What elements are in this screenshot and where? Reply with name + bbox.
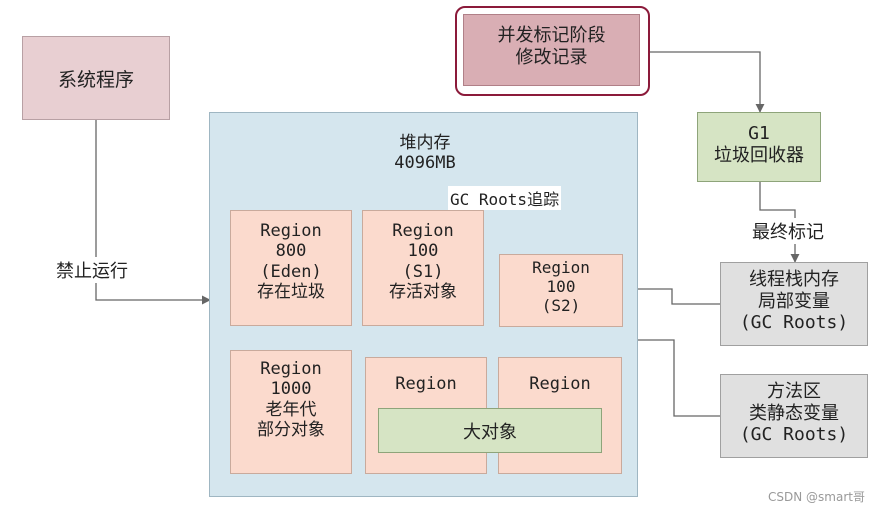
method-area-box: 方法区 类静态变量 (GC Roots) bbox=[720, 374, 868, 458]
region-s2: Region 100 (S2) bbox=[499, 254, 623, 327]
concurrent-mark-outline bbox=[455, 6, 650, 96]
big-object-label: 大对象 bbox=[463, 421, 517, 443]
region-s1: Region 100 (S1) 存活对象 bbox=[362, 210, 484, 326]
system-program-label: 系统程序 bbox=[57, 68, 134, 91]
stop-run-arrow bbox=[95, 120, 211, 305]
gc-roots-trace-label: GC Roots追踪 bbox=[448, 186, 562, 210]
heap-title: 堆内存 4096MB bbox=[394, 133, 456, 174]
mark-to-g1-arrow bbox=[650, 51, 765, 113]
stop-run-label: 禁止运行 bbox=[56, 257, 128, 283]
big-object-box: 大对象 bbox=[378, 408, 602, 453]
region-old: Region 1000 老年代 部分对象 bbox=[230, 350, 352, 474]
region-eden: Region 800 (Eden) 存在垃圾 bbox=[230, 210, 352, 326]
stack-to-s2-arrow bbox=[623, 284, 720, 305]
g1-collector-box: G1 垃圾回收器 bbox=[697, 112, 821, 182]
watermark: CSDN @smart哥 bbox=[768, 490, 865, 504]
concurrent-mark-box: 并发标记阶段 修改记录 bbox=[463, 14, 640, 86]
system-program-box: 系统程序 bbox=[22, 36, 170, 120]
final-mark-label: 最终标记 bbox=[752, 218, 824, 244]
thread-stack-box: 线程栈内存 局部变量 (GC Roots) bbox=[720, 262, 868, 346]
